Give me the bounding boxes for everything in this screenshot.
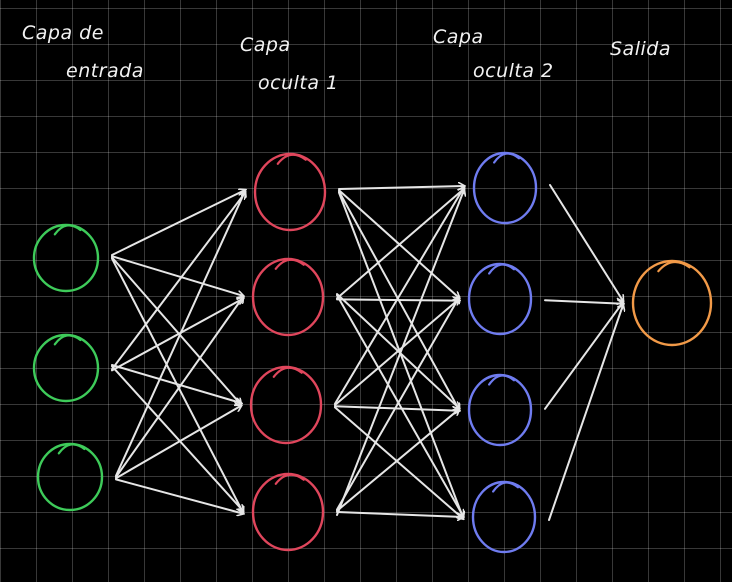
neuron-hidden2-4-stroke-overlap	[492, 481, 520, 493]
neuron-hidden1-3-stroke-overlap	[272, 366, 303, 378]
connection-input-3-to-hidden1-3	[115, 406, 241, 480]
neuron-hidden2-4	[471, 480, 537, 554]
neuron-input-3-stroke-overlap	[57, 443, 86, 455]
neuron-hidden1-2-stroke-overlap	[274, 258, 305, 270]
hidden2-layer-title-line2: oculta 2	[473, 60, 554, 82]
output-layer-title: Salida	[610, 38, 671, 60]
neuron-input-2	[32, 333, 100, 403]
connection-input-1-to-hidden1-1	[111, 190, 245, 256]
connection-hidden1-3-to-hidden2-1	[334, 187, 464, 405]
input-layer-title: Capa de	[22, 22, 104, 44]
neuron-hidden2-2	[467, 262, 533, 336]
neuron-input-2-outline	[32, 333, 100, 403]
neuron-hidden1-1-stroke-overlap	[276, 153, 307, 165]
neuron-hidden1-2	[251, 257, 325, 337]
connection-hidden2-3-to-output-1	[544, 302, 623, 410]
connection-hidden1-4-to-hidden2-2	[336, 297, 459, 511]
neuron-hidden2-3-stroke-overlap	[488, 374, 516, 386]
neuron-hidden1-4-stroke-overlap	[274, 473, 305, 485]
input-layer-title-line2: entrada	[66, 60, 144, 82]
hidden1-layer-title: Capa	[240, 34, 291, 56]
neurons-group	[32, 151, 713, 554]
neuron-hidden1-2-outline	[251, 257, 325, 337]
neuron-input-1-stroke-overlap	[53, 224, 82, 236]
neuron-hidden1-1	[253, 152, 327, 232]
neuron-hidden1-3	[249, 365, 323, 445]
connection-input-2-to-hidden1-4	[111, 365, 243, 511]
neuron-hidden1-4	[251, 472, 325, 552]
connection-hidden1-4-to-hidden2-4	[336, 511, 463, 517]
neuron-hidden2-1-stroke-overlap	[493, 152, 521, 164]
neuron-hidden2-1	[472, 151, 538, 225]
connection-hidden1-2-to-hidden2-1	[336, 189, 464, 300]
neuron-input-1	[32, 223, 100, 293]
hidden2-layer-title: Capa	[433, 26, 484, 48]
hidden1-layer-title-line2: oculta 1	[258, 72, 339, 94]
connection-hidden1-3-to-hidden2-3	[334, 405, 459, 411]
connection-hidden1-1-to-hidden2-1	[338, 186, 464, 189]
connection-hidden1-2-to-hidden2-2	[336, 299, 459, 300]
connection-hidden1-3-to-hidden2-2	[334, 299, 459, 406]
connection-input-3-to-hidden1-2	[115, 297, 243, 478]
neuron-input-1-outline	[32, 223, 100, 293]
neuron-hidden2-3	[467, 373, 533, 447]
neuron-hidden2-4-outline	[471, 480, 537, 554]
neuron-hidden2-2-stroke-overlap	[488, 263, 516, 275]
connection-input-2-to-hidden1-3	[111, 364, 241, 403]
connection-input-1-to-hidden1-4	[111, 257, 243, 513]
connection-hidden2-2-to-output-1	[544, 299, 623, 304]
neuron-output-1	[631, 259, 713, 347]
connection-input-2-to-hidden1-2	[111, 299, 243, 372]
neuron-input-3-outline	[36, 442, 104, 512]
neuron-hidden1-3-outline	[249, 365, 323, 445]
neuron-hidden2-3-outline	[467, 373, 533, 447]
connection-input-1-to-hidden1-3	[111, 256, 241, 404]
connection-hidden1-4-to-hidden2-1	[336, 190, 464, 516]
neuron-output-1-outline	[631, 259, 713, 347]
neuron-output-1-stroke-overlap	[657, 260, 691, 273]
neuron-hidden1-1-outline	[253, 152, 327, 232]
neuron-hidden2-2-outline	[467, 262, 533, 336]
neuron-input-3	[36, 442, 104, 512]
connection-hidden2-4-to-output-1	[548, 305, 623, 521]
connections-group	[111, 184, 623, 521]
connection-hidden2-1-to-output-1	[549, 184, 623, 301]
connection-input-3-to-hidden1-4	[115, 478, 243, 513]
connection-input-3-to-hidden1-1	[115, 191, 245, 477]
neuron-hidden1-4-outline	[251, 472, 325, 552]
connection-hidden1-3-to-hidden2-4	[334, 406, 463, 518]
connection-input-2-to-hidden1-1	[111, 193, 245, 371]
connection-hidden1-2-to-hidden2-4	[336, 294, 463, 516]
connection-input-1-to-hidden1-2	[111, 255, 243, 296]
neuron-input-2-stroke-overlap	[53, 334, 82, 346]
connection-hidden1-4-to-hidden2-3	[336, 409, 459, 512]
neuron-hidden2-1-outline	[472, 151, 538, 225]
